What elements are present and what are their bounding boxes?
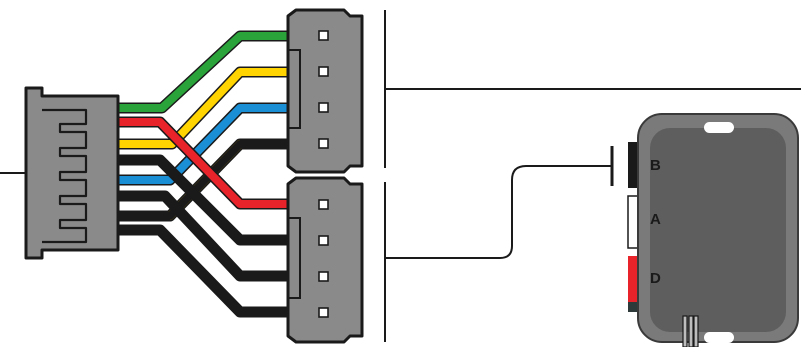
lower-plug-pin-2 (318, 235, 329, 246)
upper-plug-pin-1 (318, 30, 329, 41)
upper-plug-connector (286, 8, 364, 174)
wire-black-1 (118, 156, 290, 244)
upper-plug-pin-2 (318, 66, 329, 77)
mount-slot-top (704, 122, 734, 133)
port-label-d: D (650, 270, 661, 287)
harness-connector (24, 86, 120, 260)
port-label-b: B (650, 157, 661, 174)
module-leads (682, 315, 699, 347)
wire-bundle (118, 30, 290, 318)
wire-black-2 (118, 192, 290, 280)
lower-plug-pin-3 (318, 271, 329, 282)
port-label-a: A (650, 211, 661, 228)
lower-plug-pin-1 (318, 199, 329, 210)
wire-green (118, 32, 290, 112)
upper-plug-pin-4 (318, 138, 329, 149)
lower-plug-pin-4 (318, 307, 329, 318)
control-module: B A D (627, 113, 799, 347)
module-face (650, 128, 786, 332)
module-cable (385, 165, 612, 259)
mount-slot-bottom (704, 332, 734, 343)
wire-yellow (118, 68, 290, 148)
lower-plug-connector (286, 176, 364, 344)
wire-red (118, 118, 290, 208)
upper-plug-pin-3 (318, 102, 329, 113)
wire-blue (118, 104, 290, 184)
wire-black-3 (118, 226, 290, 316)
harness-connector-fins (42, 108, 88, 244)
